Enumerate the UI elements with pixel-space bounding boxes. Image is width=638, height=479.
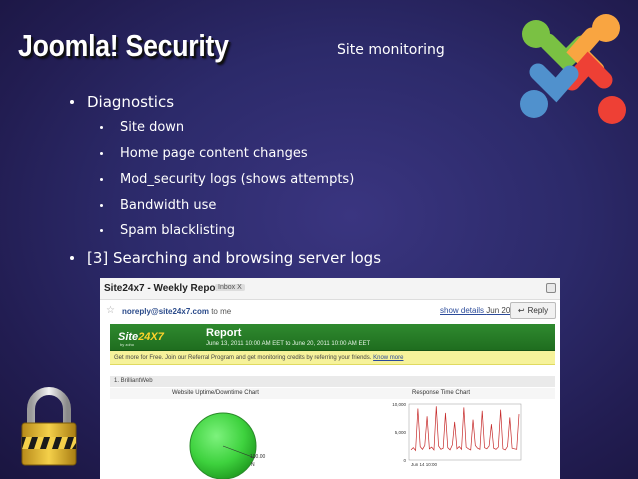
promo-text: Get more for Free. Join our Referral Pro… [114, 355, 372, 361]
email-date: Jun 20 [486, 306, 511, 315]
email-sender: noreply@site24x7.com to me [122, 307, 231, 316]
bullet-text: Bandwidth use [120, 198, 217, 213]
y-tick-label: 10,000 [392, 402, 406, 407]
pie-letter-label: N [251, 462, 255, 468]
uptime-chart-heading: Website Uptime/Downtime Chart [172, 390, 259, 396]
show-details-link[interactable]: show details Jun 20 [440, 306, 510, 315]
bullet-level2: Spam blacklisting [100, 223, 235, 238]
response-chart-heading: Response Time Chart [412, 390, 471, 396]
bullet-text: Site down [120, 120, 185, 135]
star-icon[interactable]: ☆ [106, 305, 115, 316]
sender-address[interactable]: noreply@site24x7.com [122, 307, 209, 316]
pie-value-label: 100.00 [250, 454, 266, 460]
bullet-level1: [3] Searching and browsing server logs [70, 249, 381, 267]
bullet-text: Mod_security logs (shows attempts) [120, 172, 355, 187]
bullet-dot-icon [100, 126, 103, 129]
report-title: Report [206, 327, 242, 339]
bullet-level2: Site down [100, 120, 184, 135]
bullet-dot-icon [100, 229, 103, 232]
slide-title: Joomla! Security [18, 28, 229, 63]
bullet-text: Spam blacklisting [120, 223, 235, 238]
report-dates: June 13, 2011 10:00 AM EET to June 20, 2… [206, 341, 371, 347]
know-more-link[interactable]: Know more [373, 355, 404, 361]
referral-promo: Get more for Free. Join our Referral Pro… [110, 351, 555, 365]
bullet-dot-icon [70, 256, 74, 260]
bullet-dot-icon [70, 100, 74, 104]
response-time-series-line [410, 406, 520, 452]
bullet-level2: Bandwidth use [100, 198, 216, 213]
bullet-level1: Diagnostics [70, 93, 174, 111]
joomla-logo-icon [520, 14, 626, 124]
recipient-text: to me [211, 307, 232, 316]
bullet-dot-icon [100, 152, 103, 155]
reply-label: Reply [527, 306, 549, 315]
bullet-dot-icon [100, 178, 103, 181]
x-tick-label: Jun 14 10:00 [411, 462, 438, 467]
y-tick-label: 5,000 [395, 430, 407, 435]
email-from-row: ☆ noreply@site24x7.com to me show detail… [100, 300, 560, 322]
reply-arrow-icon: ↩ [517, 306, 525, 315]
padlock-icon [21, 387, 77, 466]
slide-subtitle: Site monitoring [337, 42, 445, 58]
bullet-text: Home page content changes [120, 146, 308, 161]
email-header: Site24x7 - Weekly Report Inbox X [100, 278, 560, 300]
email-screenshot: Site24x7 - Weekly Report Inbox X ☆ norep… [100, 278, 560, 479]
site-name-row: 1. BrilliantWeb [110, 376, 555, 387]
report-banner: Site24X7 by zoho Report June 13, 2011 10… [110, 324, 555, 352]
site24x7-logo: Site24X7 by zoho [118, 327, 180, 349]
bullet-level2: Home page content changes [100, 146, 308, 161]
bullet-text: Diagnostics [87, 93, 175, 111]
bullet-level2: Mod_security logs (shows attempts) [100, 172, 354, 187]
logo-suffix: 24X7 [138, 331, 164, 343]
reply-button[interactable]: ↩Reply [510, 302, 556, 319]
print-icon[interactable] [546, 283, 556, 293]
logo-small: by zoho [120, 342, 135, 347]
bullet-dot-icon [100, 204, 103, 207]
logo-prefix: Site [118, 331, 139, 343]
chart-headings: Website Uptime/Downtime Chart Response T… [110, 388, 555, 399]
show-details-text[interactable]: show details [440, 306, 485, 315]
inbox-label[interactable]: Inbox X [215, 284, 245, 291]
pie-label-leader [222, 445, 256, 459]
y-tick-label: 0 [403, 458, 406, 463]
bullet-text: [3] Searching and browsing server logs [87, 249, 382, 267]
email-subject: Site24x7 - Weekly Report [104, 283, 223, 294]
uptime-pie-chart [189, 412, 257, 479]
